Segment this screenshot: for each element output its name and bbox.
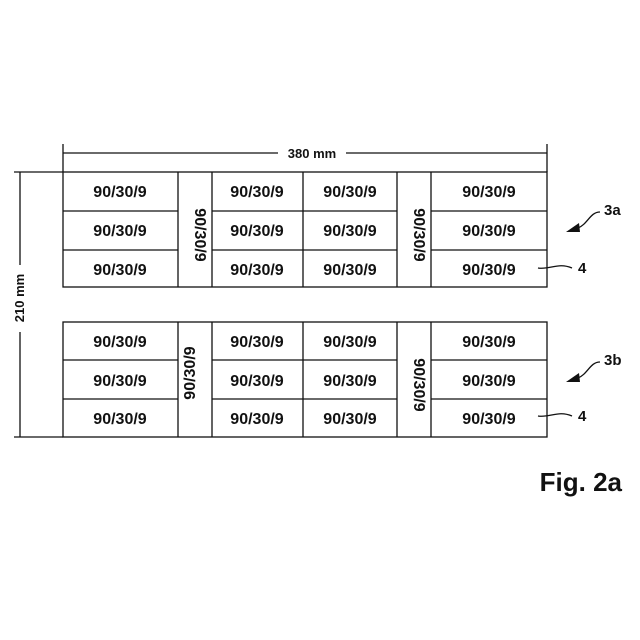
sheet-3a-cell: 90/30/9: [323, 223, 376, 240]
sheet-3a-cell: 90/30/9: [230, 184, 283, 201]
sheet-3a-ref-arrowhead: [566, 223, 580, 232]
width-dimension: 380 mm: [63, 144, 547, 172]
sheet-3b-cell: 90/30/9: [230, 334, 283, 351]
figure-label: Fig. 2a: [540, 467, 623, 497]
sheet-3b-cell: 90/30/9: [323, 334, 376, 351]
sheet-3b-cell: 90/30/9: [323, 373, 376, 390]
sheet-3b-ref-arrowhead: [566, 373, 580, 382]
sheet-3b: 90/30/9 90/30/9 90/30/9 90/30/9 90/30/9 …: [63, 322, 622, 437]
sheet-3a-cell: 90/30/9: [462, 184, 515, 201]
sheet-3b-cell: 90/30/9: [93, 373, 146, 390]
sheet-3b-cell: 90/30/9: [93, 334, 146, 351]
sheet-3b-cell: 90/30/9: [230, 373, 283, 390]
sheet-3b-ref-leader: [578, 362, 600, 378]
sheet-3a-ref-label: 3a: [604, 202, 621, 219]
sheet-3b-cell: 90/30/9: [462, 373, 515, 390]
height-dim-label: 210 mm: [12, 274, 27, 322]
width-dim-label: 380 mm: [288, 146, 336, 161]
sheet-3b-cell-ref-label: 4: [578, 408, 587, 425]
sheet-3a-cell: 90/30/9: [323, 184, 376, 201]
sheet-3a-cell: 90/30/9: [93, 223, 146, 240]
sheet-3a-cell: 90/30/9: [230, 262, 283, 279]
sheet-3b-cell: 90/30/9: [462, 334, 515, 351]
sheet-3a-cell: 90/30/9: [462, 223, 515, 240]
sheet-3a-cell: 90/30/9: [230, 223, 283, 240]
sheet-3a-cell: 90/30/9: [462, 262, 515, 279]
sheet-3b-vertical-cell-2: 90/30/9: [410, 358, 427, 411]
sheet-3a-cell: 90/30/9: [323, 262, 376, 279]
sheet-3b-cell: 90/30/9: [93, 411, 146, 428]
sheet-3a-cell-ref-label: 4: [578, 260, 587, 277]
sheet-3a-cell: 90/30/9: [93, 262, 146, 279]
sheet-3b-vertical-cell-1: 90/30/9: [182, 346, 199, 399]
sheet-3a-cell: 90/30/9: [93, 184, 146, 201]
height-dimension: 210 mm: [12, 172, 63, 437]
sheet-3a-vertical-cell-1: 90/30/9: [191, 208, 208, 261]
sheet-3a-vertical-cell-2: 90/30/9: [410, 208, 427, 261]
sheet-3a-ref-leader: [578, 212, 600, 228]
sheet-3a: 90/30/9 90/30/9 90/30/9 90/30/9 90/30/9 …: [63, 172, 621, 287]
sheet-3b-cell: 90/30/9: [323, 411, 376, 428]
sheet-3b-cell: 90/30/9: [462, 411, 515, 428]
sheet-3b-cell: 90/30/9: [230, 411, 283, 428]
sheet-3b-ref-label: 3b: [604, 352, 622, 369]
